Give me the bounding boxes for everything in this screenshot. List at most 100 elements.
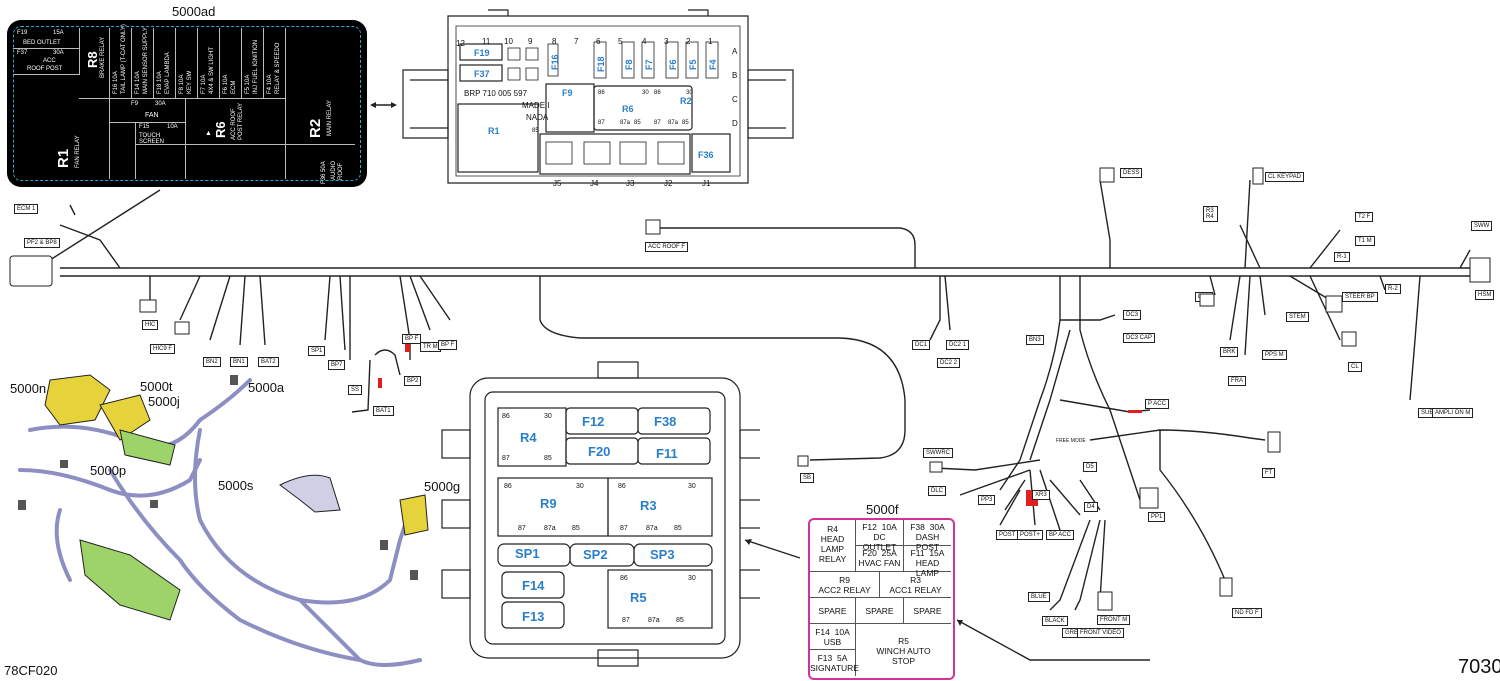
ufb-f4: F4 bbox=[708, 59, 718, 70]
ufb-row-a: A bbox=[732, 47, 738, 56]
ufb-f9: F9 bbox=[562, 88, 573, 98]
view-5000t: 5000t bbox=[140, 379, 173, 394]
connector-d5: D5 bbox=[1083, 462, 1097, 472]
connector-d4: D4 bbox=[1084, 502, 1098, 512]
lfb-r3-t87: 87 bbox=[620, 525, 628, 532]
lfb-r3-t85: 85 bbox=[674, 525, 682, 532]
connector-ss: SS bbox=[348, 385, 363, 395]
lfb-f14: F14 bbox=[522, 578, 545, 593]
connector-hic9f: HIC9 F bbox=[150, 344, 176, 354]
lfb-r4-t30: 30 bbox=[544, 413, 552, 420]
connector-nd-fd-f: ND FD F bbox=[1232, 608, 1262, 618]
ufb-pos-10: 10 bbox=[504, 37, 513, 46]
ufb-r2-t87: 87 bbox=[654, 120, 661, 126]
lfb-r4: R4 bbox=[520, 430, 537, 445]
legend-cell-f9: F9 30A FAN bbox=[109, 98, 186, 123]
connector-bp7: BP7 bbox=[328, 360, 346, 370]
connector-bn3: BN3 bbox=[1026, 335, 1044, 345]
connector-acc-roof-f: ACC ROOF F bbox=[645, 242, 688, 252]
view-5000s: 5000s bbox=[218, 478, 254, 493]
connector-dc2-1: DC2 1 bbox=[946, 340, 970, 350]
pink-cell-spare-1: SPARE bbox=[810, 598, 856, 624]
ufb-f37: F37 bbox=[474, 69, 490, 79]
connector-black: BLACK bbox=[1042, 616, 1068, 626]
ufb-pos-2: 2 bbox=[686, 37, 691, 46]
connector-t1m: T1 M bbox=[1355, 236, 1375, 246]
lfb-f20: F20 bbox=[588, 444, 610, 459]
connector-fra: FRA bbox=[1228, 376, 1246, 386]
lfb-r5-t86: 86 bbox=[620, 575, 628, 582]
ufb-f16: F16 bbox=[550, 54, 560, 70]
connector-dc1: DC1 bbox=[912, 340, 931, 350]
connector-stem: STEM bbox=[1286, 312, 1309, 322]
ufb-pos-1: 1 bbox=[708, 37, 713, 46]
legend-r8-desc: BRAKE RELAY bbox=[100, 36, 106, 78]
lfb-r9-t86: 86 bbox=[504, 483, 512, 490]
connector-bp-acc: BP ACC bbox=[1046, 530, 1074, 540]
lfb-f12: F12 bbox=[582, 414, 604, 429]
legend-cell-f36: F36 50A AUDIO ROOF bbox=[321, 160, 344, 184]
connector-p-acc: P ACC bbox=[1145, 399, 1169, 409]
connector-xr3: XR3 bbox=[1032, 490, 1050, 500]
connector-bat2: BAT2 bbox=[258, 357, 279, 367]
ufb-r6-t30: 30 bbox=[642, 90, 649, 96]
legend-cell-f18: F18 10A EVAP LAMBDA bbox=[153, 28, 176, 99]
connector-bn1: BN1 bbox=[230, 357, 248, 367]
lfb-sp2: SP2 bbox=[583, 547, 608, 562]
connector-cl: CL bbox=[1348, 362, 1362, 372]
connector-hic: HIC bbox=[142, 320, 159, 330]
legend-f19-id: F19 bbox=[17, 30, 28, 36]
connector-dlc: DLC bbox=[928, 486, 947, 496]
lfb-r4-t85: 85 bbox=[544, 455, 552, 462]
ufb-pos-11: 11 bbox=[482, 37, 491, 46]
connector-bat1: BAT1 bbox=[373, 406, 394, 416]
lfb-r3: R3 bbox=[640, 498, 657, 513]
connector-sb: SB bbox=[800, 473, 815, 483]
lfb-r5-t87: 87 bbox=[622, 617, 630, 624]
ufb-r1-t85: 85 bbox=[532, 128, 539, 134]
legend-r6-arrow: ▲ bbox=[205, 130, 212, 137]
connector-amp-on-m: AMPLI ON M bbox=[1432, 408, 1474, 418]
ufb-r6-t86: 86 bbox=[598, 90, 605, 96]
connector-front-video: FRONT VIDEO bbox=[1077, 628, 1124, 638]
pink-cell-spare-2: SPARE bbox=[856, 598, 904, 624]
legend-cell-f8: F8 10A KEY SW bbox=[175, 28, 198, 99]
ufb-pos-5: 5 bbox=[618, 37, 623, 46]
ufb-f7: F7 bbox=[644, 59, 654, 70]
ufb-r2-t87a: 87a bbox=[668, 120, 679, 126]
connector-pf2-bp8: PF2 & BP8 bbox=[24, 238, 60, 248]
view-5000g: 5000g bbox=[424, 479, 461, 494]
ufb-f18: F18 bbox=[596, 56, 606, 72]
lfb-r3-t30: 30 bbox=[688, 483, 696, 490]
lfb-r5: R5 bbox=[630, 590, 647, 605]
ufb-r2: R2 bbox=[680, 96, 692, 106]
connector-free-mode: FREE MODE bbox=[1054, 438, 1088, 445]
connector-sp1: SP1 bbox=[308, 346, 326, 356]
connector-r3r4: R3 R4 bbox=[1203, 206, 1218, 222]
legend-cell-r8: R8 BRAKE RELAY bbox=[79, 28, 110, 99]
legend-cell-r2: R2 MAIN RELAY bbox=[285, 28, 355, 145]
ufb-j1: J1 bbox=[702, 179, 711, 188]
connector-t2f: T2 F bbox=[1355, 212, 1374, 222]
lfb-r5-t87a: 87a bbox=[648, 617, 660, 624]
legend-cell-f7: F7 10A 4X4 & SW LIGHT bbox=[197, 28, 220, 99]
legend-cell-r1: R1 FAN RELAY bbox=[13, 98, 110, 179]
connector-dc2-2: DC2 2 bbox=[937, 358, 961, 368]
view-5000n: 5000n bbox=[10, 381, 47, 396]
lfb-f11: F11 bbox=[656, 446, 678, 461]
legend-f37-id: F37 bbox=[17, 50, 28, 56]
connector-post2: POST+ bbox=[1017, 530, 1043, 540]
connector-front-m: FRONT M bbox=[1097, 615, 1131, 625]
ufb-row-b: B bbox=[732, 71, 737, 80]
legend-cell-empty-1 bbox=[109, 122, 136, 179]
lfb-f13: F13 bbox=[522, 609, 544, 624]
legend-cell-f15: F15 10A TOUCH SCREEN bbox=[135, 122, 186, 145]
legend-f37-desc: ROOF POST bbox=[27, 66, 63, 72]
ufb-brp-text: BRP 710 005 597 bbox=[464, 89, 528, 98]
